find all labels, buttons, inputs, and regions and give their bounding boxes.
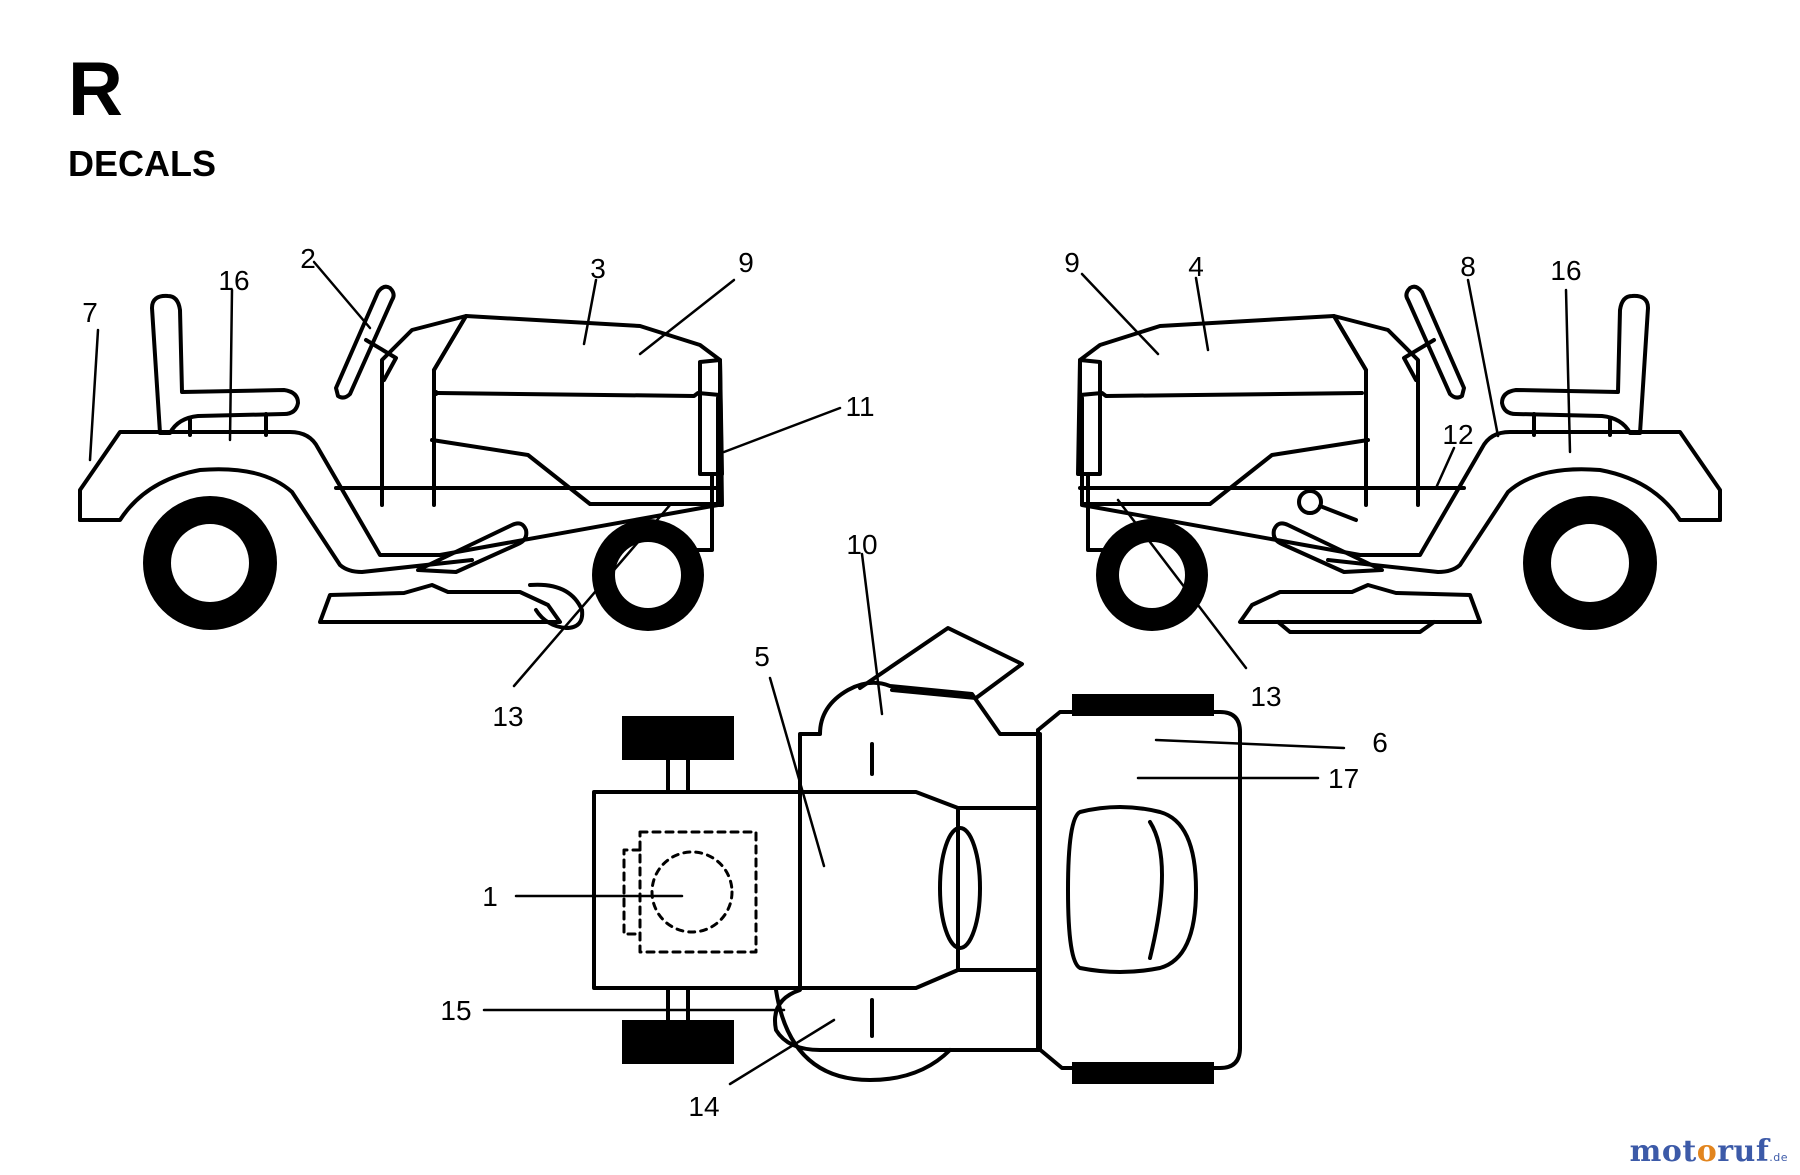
left-seat (150, 293, 300, 435)
leader-7-left (88, 328, 100, 462)
right-hood (1078, 314, 1368, 398)
leader-3 (582, 278, 598, 346)
top-view-tractor (592, 626, 1242, 1084)
right-lift-lever (1318, 504, 1358, 522)
leader-lines (88, 260, 1572, 1086)
top-deck-front-arc (774, 988, 952, 1082)
watermark-logo: motoruf.de (1630, 1134, 1788, 1169)
top-hood-neck (956, 806, 1040, 972)
leader-16-left (228, 288, 234, 442)
leader-13-left (512, 503, 672, 688)
callout-3: 3 (590, 253, 606, 284)
watermark-part-1: mot (1629, 1134, 1697, 1169)
top-front-wheel-upper (622, 716, 734, 760)
section-title: DECALS (68, 143, 217, 184)
left-side-view-tractor (78, 284, 724, 631)
top-seat-back (1148, 820, 1164, 960)
leader-11 (722, 406, 842, 454)
left-hood (432, 314, 722, 398)
right-rear-hub (1551, 524, 1629, 602)
left-dash (380, 314, 468, 507)
left-rear-fender-arc (78, 467, 474, 574)
left-front-frame (688, 472, 714, 552)
right-side-view-tractor (1076, 284, 1722, 634)
top-rear-wheel-lower (1072, 1062, 1214, 1084)
leader-10 (860, 552, 884, 716)
callout-7-left: 7 (82, 297, 98, 328)
callout-13-left: 13 (492, 701, 523, 732)
leader-13-right (1116, 498, 1248, 670)
left-rear-hub (171, 524, 249, 602)
section-letter: R (68, 47, 123, 132)
right-grill (1076, 358, 1102, 476)
callout-numbers: 7 16 2 3 9 11 13 9 4 8 16 12 13 10 5 6 1… (82, 243, 1581, 1122)
leader-9-right (1080, 272, 1160, 356)
top-discharge-chute (858, 626, 1024, 700)
left-front-hub (615, 542, 681, 608)
callout-11: 11 (845, 391, 874, 422)
right-deck-skirt (1276, 620, 1436, 634)
callout-16-right: 16 (1550, 255, 1581, 286)
right-hood-lower (1080, 396, 1370, 506)
callout-6: 6 (1372, 727, 1388, 758)
leader-6 (1154, 738, 1346, 750)
callout-15: 15 (440, 995, 471, 1026)
right-front-frame (1086, 472, 1112, 552)
leader-12 (1434, 446, 1456, 490)
callout-17: 17 (1328, 763, 1359, 794)
top-hood (592, 790, 960, 990)
left-rear-body (78, 430, 720, 557)
right-dash (1332, 314, 1420, 507)
callout-10: 10 (846, 529, 877, 560)
left-steering-wheel (334, 284, 396, 400)
callout-16-left: 16 (218, 265, 249, 296)
top-seat (1066, 805, 1198, 974)
right-steering-column (1402, 338, 1436, 382)
right-footrest (1271, 521, 1384, 574)
callout-5: 5 (754, 641, 770, 672)
left-hood-lower (430, 396, 720, 506)
callout-4: 4 (1188, 251, 1204, 282)
leader-14 (728, 1018, 836, 1086)
top-front-axle (666, 758, 690, 1022)
top-front-wheel-lower (622, 1020, 734, 1064)
right-rear-fender-arc (1326, 467, 1722, 574)
top-rear-body (1036, 710, 1242, 1070)
watermark-part-2: o (1696, 1134, 1718, 1169)
right-mower-deck (1238, 583, 1482, 624)
watermark-tld: .de (1769, 1151, 1788, 1164)
right-lift-lever-knob (1297, 489, 1323, 515)
left-steering-column (364, 338, 398, 382)
leader-4 (1194, 276, 1210, 352)
callout-9-right: 9 (1064, 247, 1080, 278)
top-mower-deck (773, 680, 1042, 1052)
left-mower-deck (318, 583, 562, 624)
watermark-part-3: ruf (1717, 1134, 1770, 1169)
callout-2: 2 (300, 243, 316, 274)
callout-8: 8 (1460, 251, 1476, 282)
leader-9-left (638, 278, 736, 356)
callout-1: 1 (482, 881, 498, 912)
left-footrest (416, 521, 529, 574)
callout-9-left: 9 (738, 247, 754, 278)
leader-8 (1466, 278, 1500, 438)
callout-12: 12 (1442, 419, 1473, 450)
top-engine-air-filter (650, 850, 734, 934)
top-engine-left (622, 848, 642, 936)
leader-16-right (1564, 288, 1572, 454)
right-front-hub (1119, 542, 1185, 608)
right-rear-body (1080, 430, 1722, 557)
callout-14: 14 (688, 1091, 719, 1122)
leader-2 (312, 260, 372, 330)
callout-13-right: 13 (1250, 681, 1281, 712)
right-steering-wheel (1404, 284, 1466, 400)
right-seat (1500, 293, 1650, 435)
top-steering-wheel (938, 826, 982, 950)
top-engine-outline (638, 830, 758, 954)
leader-5 (768, 676, 826, 868)
left-deck-chute (528, 582, 585, 630)
